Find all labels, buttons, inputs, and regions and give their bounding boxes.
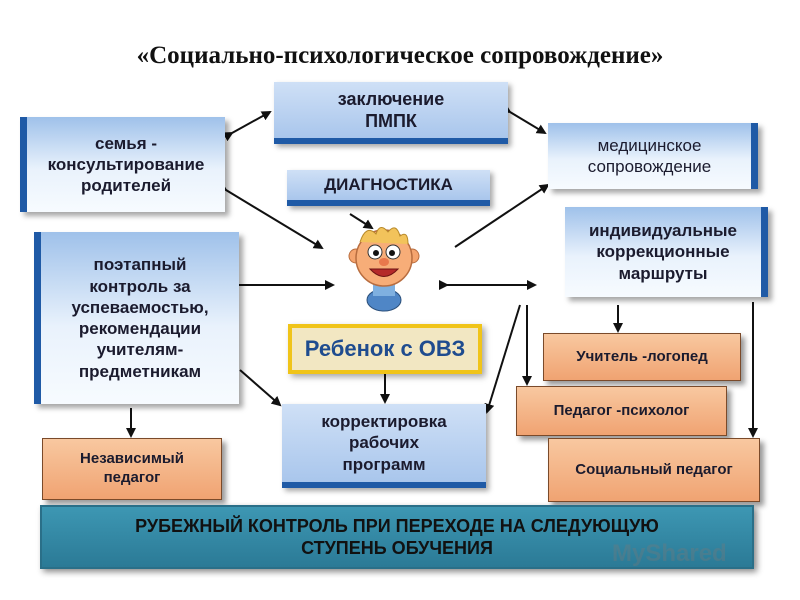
correction-label: корректировка рабочих программ — [321, 412, 447, 474]
watermark-logo: MyShared — [612, 540, 727, 567]
diagnostics-box: ДИАГНОСТИКА — [287, 170, 490, 206]
arrow-control-correction — [239, 369, 282, 407]
medical-box: медицинское сопровождение — [548, 123, 758, 189]
diagnostics-label: ДИАГНОСТИКА — [324, 175, 453, 195]
logoped-label: Учитель -логопед — [576, 347, 708, 365]
control-box: поэтапный контроль за успеваемостью, рек… — [34, 232, 239, 404]
medical-label: медицинское сопровождение — [587, 135, 712, 176]
pmpk-box: заключение ПМПК — [274, 82, 508, 144]
footer-bar: РУБЕЖНЫЙ КОНТРОЛЬ ПРИ ПЕРЕХОДЕ НА СЛЕДУЮ… — [40, 505, 754, 569]
arrow-diagnostics-child — [349, 213, 374, 230]
psychologist-label: Педагог -психолог — [553, 401, 690, 419]
correction-box: корректировка рабочих программ — [282, 404, 486, 488]
family-box: семья - консультирование родителей — [20, 117, 225, 212]
independent-box: Независимый педагог — [42, 438, 222, 500]
psychologist-box: Педагог -психолог — [516, 386, 727, 436]
social-label: Социальный педагог — [575, 460, 733, 478]
child-box: Ребенок с ОВЗ — [288, 324, 482, 374]
arrow-pmpk-medical — [500, 103, 547, 135]
arrow-routes-correction — [484, 304, 521, 414]
routes-label: индивидуальные коррекционные маршруты — [588, 221, 738, 283]
logoped-box: Учитель -логопед — [543, 333, 741, 381]
arrow-family-child — [216, 181, 324, 250]
independent-label: Независимый педагог — [80, 450, 184, 486]
social-box: Социальный педагог — [548, 438, 760, 502]
footer-label: РУБЕЖНЫЙ КОНТРОЛЬ ПРИ ПЕРЕХОДЕ НА СЛЕДУЮ… — [135, 515, 659, 559]
arrow-medical-child — [454, 183, 550, 248]
control-label: поэтапный контроль за успеваемостью, рек… — [71, 255, 209, 381]
child-illustration — [348, 227, 420, 312]
diagram-title: «Социально-психологическое сопровождение… — [136, 42, 664, 69]
child-label: Ребенок с ОВЗ — [304, 336, 466, 362]
family-label: семья - консультирование родителей — [47, 133, 205, 196]
pmpk-label: заключение ПМПК — [337, 88, 445, 132]
routes-box: индивидуальные коррекционные маршруты — [565, 207, 768, 297]
arrow-family-pmpk — [222, 111, 272, 142]
